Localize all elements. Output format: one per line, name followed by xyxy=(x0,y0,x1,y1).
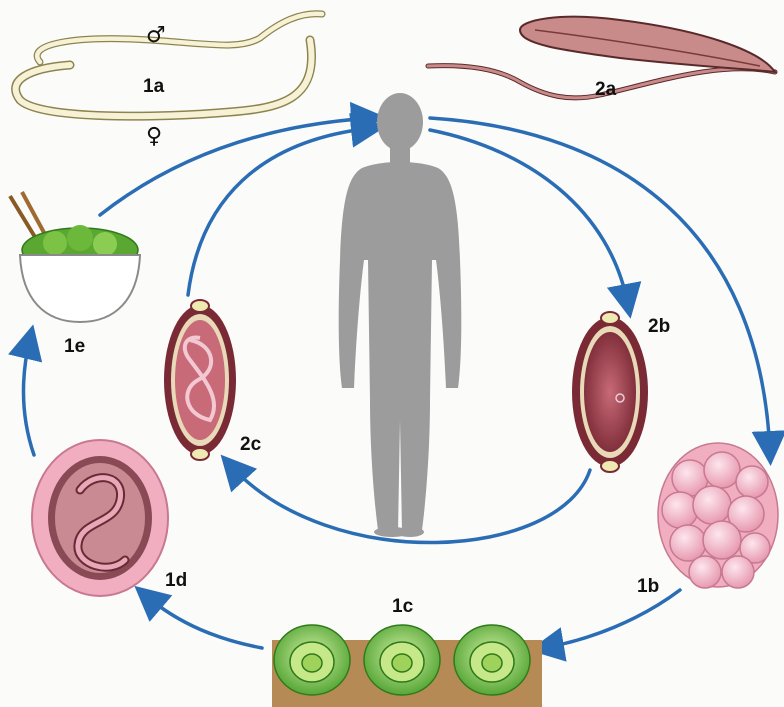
arrow-1c-to-1d xyxy=(145,595,262,648)
larva-egg-1d: 1d xyxy=(32,440,187,596)
female-symbol: ♀ xyxy=(146,124,162,149)
arrow-1b-to-1c xyxy=(543,590,680,648)
egg-cluster-1b: 1b xyxy=(637,443,778,597)
lettuce-1c: 1c xyxy=(272,596,542,707)
lettuce-head-3 xyxy=(454,625,530,695)
label-1b: 1b xyxy=(637,576,659,597)
lettuce-head-2 xyxy=(364,625,440,695)
adult-worms-1a: ♂ 1a ♀ xyxy=(16,14,322,149)
embryonated-egg-2c: 2c xyxy=(164,300,262,460)
human-host xyxy=(339,93,462,537)
label-1a: 1a xyxy=(143,76,165,97)
lettuce-head-1 xyxy=(274,625,350,695)
egg-2b: 2b xyxy=(572,312,670,472)
male-symbol: ♂ xyxy=(146,23,166,48)
label-1c: 1c xyxy=(392,596,414,617)
label-1e: 1e xyxy=(64,336,85,357)
arrow-1d-to-1e xyxy=(24,338,34,455)
label-1d: 1d xyxy=(165,570,187,591)
whipworm-2a: 2a xyxy=(428,17,775,100)
label-2c: 2c xyxy=(240,434,262,455)
arrow-1e-to-human xyxy=(100,118,372,215)
label-2a: 2a xyxy=(595,79,617,100)
salad-bowl-1e: 1e xyxy=(10,192,140,357)
label-2b: 2b xyxy=(648,316,670,337)
